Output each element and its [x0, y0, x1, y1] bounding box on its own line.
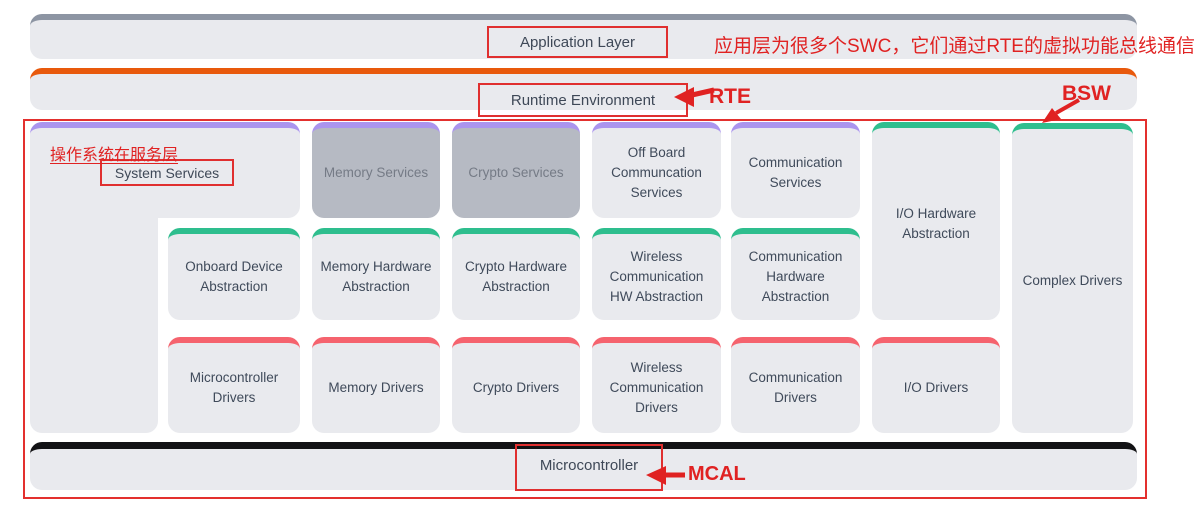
bsw-box-wireless-communication-drivers: Wireless Communication Drivers: [592, 337, 721, 433]
box-label: Wireless Communication HW Abstraction: [609, 248, 704, 305]
bsw-box-communication-services: Communication Services: [731, 122, 860, 218]
box-label: Crypto Hardware Abstraction: [464, 258, 568, 294]
layer-label: Microcontroller: [539, 457, 639, 474]
bsw-box-communication-hardware-abstraction: Communication Hardware Abstraction: [731, 228, 860, 320]
application-layer-callout: Application Layer: [487, 26, 668, 58]
bsw-box-offboard-communication-services: Off Board Communcation Services: [592, 122, 721, 218]
bsw-box-io-hardware-abstraction: I/O Hardware Abstraction: [872, 122, 1000, 320]
box-label: Complex Drivers: [1022, 272, 1123, 288]
bsw-box-crypto-services: Crypto Services: [452, 122, 580, 218]
box-label: Memory Services: [323, 164, 429, 180]
box-label: Wireless Communication Drivers: [609, 359, 704, 416]
bsw-box-memory-services: Memory Services: [312, 122, 440, 218]
box-label: Communication Hardware Abstraction: [748, 248, 843, 305]
rte-annotation: RTE: [709, 85, 751, 108]
box-label: Off Board Communcation Services: [611, 144, 702, 201]
box-label: Onboard Device Abstraction: [185, 258, 283, 294]
bsw-box-microcontroller-drivers: Microcontroller Drivers: [168, 337, 300, 433]
system-services-callout: System Services: [100, 159, 234, 186]
box-label: Crypto Services: [468, 164, 564, 180]
box-label: Microcontroller Drivers: [189, 369, 279, 405]
bsw-box-onboard-device-abstraction: Onboard Device Abstraction: [168, 228, 300, 320]
box-label: System Services: [114, 164, 220, 181]
application-layer-note: 应用层为很多个SWC，它们通过RTE的虚拟功能总线通信: [714, 36, 1195, 57]
box-label: I/O Drivers: [903, 379, 969, 395]
box-label: Memory Hardware Abstraction: [320, 258, 432, 294]
layer-label: Runtime Environment: [510, 91, 656, 109]
bsw-box-system-services: [30, 122, 300, 218]
bsw-box-memory-hardware-abstraction: Memory Hardware Abstraction: [312, 228, 440, 320]
runtime-environment-bar: [30, 68, 1137, 110]
os-in-service-layer-note: 操作系统在服务层: [50, 147, 179, 164]
box-label: Crypto Drivers: [472, 379, 560, 395]
bsw-box-crypto-drivers: Crypto Drivers: [452, 337, 580, 433]
runtime-environment-callout: Runtime Environment: [478, 83, 688, 117]
box-label: I/O Hardware Abstraction: [895, 205, 977, 241]
bsw-box-memory-drivers: Memory Drivers: [312, 337, 440, 433]
box-label: Memory Drivers: [328, 379, 424, 395]
layer-label: Application Layer: [519, 33, 636, 51]
bsw-annotation: BSW: [1062, 82, 1111, 105]
bsw-box-io-drivers: I/O Drivers: [872, 337, 1000, 433]
bsw-box-wireless-communication-hw-abstraction: Wireless Communication HW Abstraction: [592, 228, 721, 320]
mcal-annotation: MCAL: [688, 463, 746, 485]
bsw-box-crypto-hardware-abstraction: Crypto Hardware Abstraction: [452, 228, 580, 320]
bsw-box-communication-drivers: Communication Drivers: [731, 337, 860, 433]
microcontroller-callout: Microcontroller: [515, 444, 663, 491]
application-layer-bar: [30, 14, 1137, 59]
bsw-box-complex-drivers: Complex Drivers: [1012, 123, 1133, 433]
box-label: Communication Services: [748, 154, 843, 190]
box-label: Communication Drivers: [748, 369, 843, 405]
